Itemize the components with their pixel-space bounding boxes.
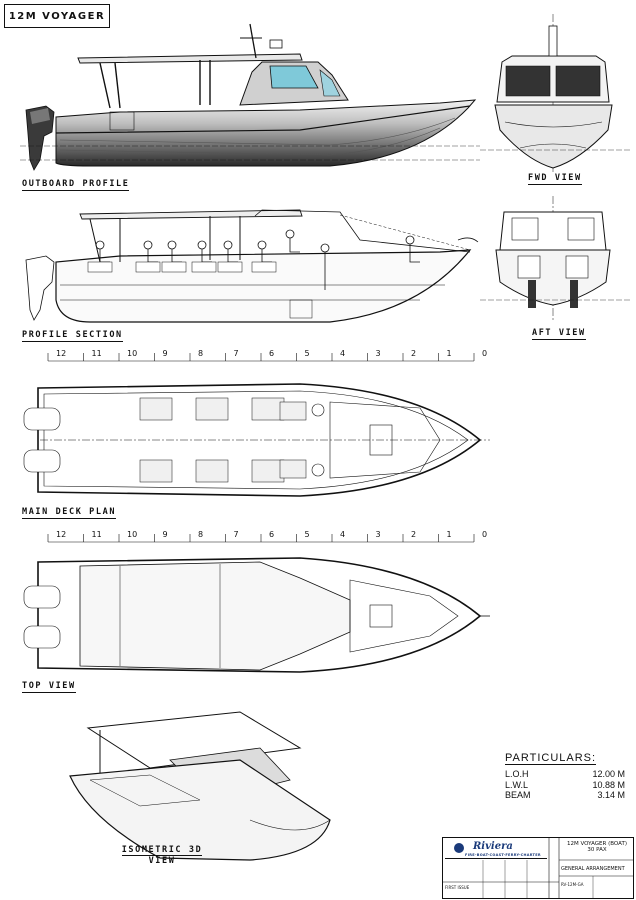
particulars-value: 10.88 M [592,779,625,790]
scale-number: 3 [375,349,381,358]
project-line2: 30 PAX [587,847,607,853]
title-block: Riviera FIRE-BOAT-COAST-FERRY-CHARTER 12… [442,837,634,899]
brand-logo: Riviera FIRE-BOAT-COAST-FERRY-CHARTER [445,840,547,859]
main-deck-plan-drawing [23,383,490,497]
sheet-title: 12M VOYAGER [4,4,110,28]
top-view-drawing [23,557,490,673]
particulars-value: 12.00 M [592,769,625,779]
particulars-row: BEAM 3.14 M [505,790,625,801]
scale-number: 1 [446,530,452,539]
particulars-row: L.O.H 12.00 M [505,769,625,780]
scale-number: 11 [91,349,102,358]
label-top-view: TOP VIEW [22,681,76,693]
scale-number: 8 [198,349,204,358]
brand-tagline: FIRE-BOAT-COAST-FERRY-CHARTER [465,853,541,857]
scale-number: 6 [269,530,275,539]
scale-number: 5 [304,530,310,539]
particulars-label: BEAM [505,790,531,800]
scale-number: 10 [127,349,138,358]
scale-number: 2 [411,349,417,358]
label-aft-view: AFT VIEW [532,328,586,340]
scale-number: 9 [162,530,168,539]
project-name: 12M VOYAGER (BOAT) 30 PAX [563,841,631,853]
scale-number: 1 [446,349,452,358]
scale-number: 2 [411,530,417,539]
particulars-panel: PARTICULARS: L.O.H 12.00 M L.W.L 10.88 M… [505,752,625,801]
scale-number: 9 [162,349,168,358]
label-isometric-line2: VIEW [148,856,176,866]
particulars-row: L.W.L 10.88 M [505,780,625,791]
scale-number: 4 [340,530,346,539]
aft-view-drawing [480,196,630,322]
scale-number: 0 [482,349,488,358]
outboard-profile-drawing [20,23,480,171]
label-isometric-line1: ISOMETRIC 3D [121,845,203,856]
drawing-number: RV-12M-GA [561,882,584,887]
particulars-label: L.O.H [505,769,529,779]
scale-number: 4 [340,349,346,358]
scale-number: 7 [233,530,239,539]
profile-section-drawing [25,209,479,323]
scale-number: 0 [482,530,488,539]
drawing-title: GENERAL ARRANGEMENT [561,866,625,872]
particulars-value: 3.14 M [597,790,625,800]
label-main-deck-plan: MAIN DECK PLAN [22,507,117,519]
scale-number: 6 [269,349,275,358]
first-issue-label: FIRST ISSUE [445,885,470,890]
label-profile-section: PROFILE SECTION [22,330,123,342]
scale-number: 3 [375,530,381,539]
scale-number: 10 [127,530,138,539]
brand-name: Riviera [473,841,513,852]
project-line1: 12M VOYAGER (BOAT) [567,841,627,847]
scale-number: 12 [56,349,67,358]
label-isometric-3d: ISOMETRIC 3D VIEW [98,845,226,866]
scale-number: 11 [91,530,102,539]
scale-number: 7 [233,349,239,358]
label-outboard-profile: OUTBOARD PROFILE [22,179,130,191]
scale-number: 12 [56,530,67,539]
label-fwd-view: FWD VIEW [528,173,582,185]
particulars-label: L.W.L [505,779,529,790]
scale-number: 8 [198,530,204,539]
scale-number: 5 [304,349,310,358]
fwd-view-drawing [480,14,630,172]
particulars-heading: PARTICULARS: [505,752,597,765]
